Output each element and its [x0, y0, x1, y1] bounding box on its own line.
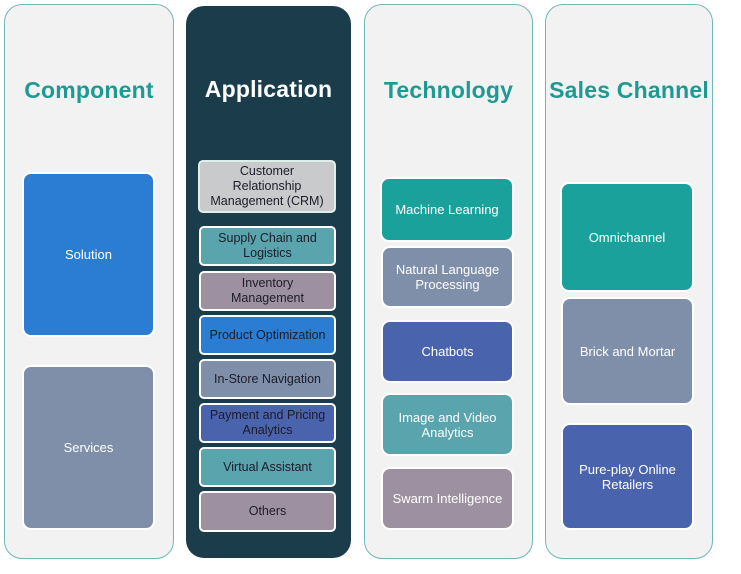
component-services: Services: [22, 365, 155, 530]
technology-title: Technology: [383, 77, 514, 103]
application-in-store-navigation: In-Store Navigation: [199, 359, 336, 399]
component-solution: Solution: [22, 172, 155, 337]
application-crm: Customer Relationship Management (CRM): [198, 160, 336, 213]
application-supply-chain: Supply Chain and Logistics: [199, 226, 336, 266]
application-inventory: Inventory Management: [199, 271, 336, 311]
sales-pure-play-online: Pure-play Online Retailers: [561, 423, 694, 530]
sales-omnichannel: Omnichannel: [560, 182, 694, 292]
technology-image-video: Image and Video Analytics: [381, 393, 514, 456]
technology-machine-learning: Machine Learning: [380, 177, 514, 242]
technology-chatbots: Chatbots: [381, 320, 514, 383]
technology-nlp: Natural Language Processing: [381, 246, 514, 308]
sales-brick-and-mortar: Brick and Mortar: [561, 297, 694, 405]
application-virtual-assistant: Virtual Assistant: [199, 447, 336, 487]
application-title: Application: [204, 76, 333, 102]
component-title: Component: [24, 77, 154, 103]
application-payment-pricing: Payment and Pricing Analytics: [199, 403, 336, 443]
sales-channel-title: Sales Channel: [549, 77, 709, 103]
application-others: Others: [199, 491, 336, 532]
application-product-optimization: Product Optimization: [199, 315, 336, 355]
technology-swarm-intelligence: Swarm Intelligence: [381, 467, 514, 530]
